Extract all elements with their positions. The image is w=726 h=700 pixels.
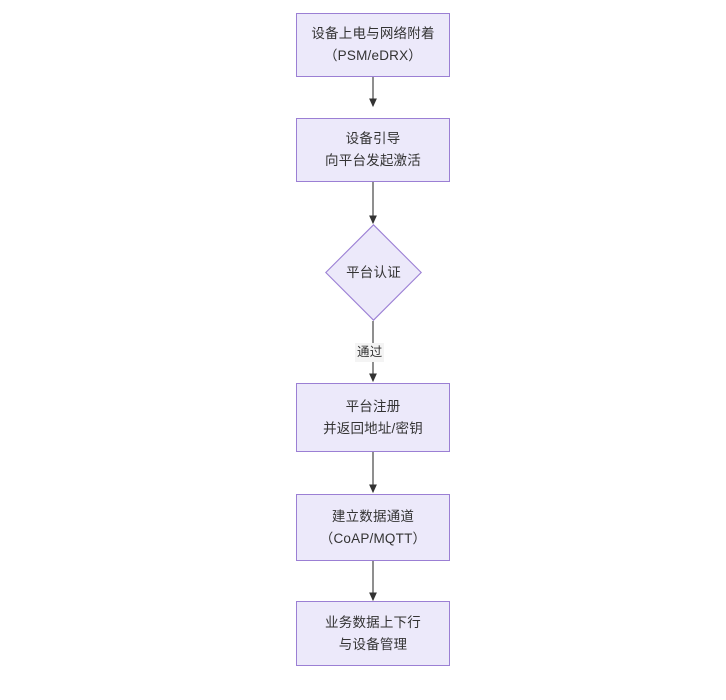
edge-label-pass: 通过 <box>355 343 385 362</box>
diamond-shape <box>325 224 422 321</box>
node-label-line1: 平台认证 <box>346 264 401 280</box>
node-device-power-on[interactable]: 设备上电与网络附着 （PSM/eDRX） <box>296 13 450 77</box>
edge-label-text: 通过 <box>357 345 383 359</box>
node-label-line1: 平台注册 <box>345 398 401 414</box>
node-label-line1: 设备上电与网络附着 <box>311 26 435 41</box>
node-label-line2: （PSM/eDRX） <box>323 48 423 63</box>
node-label-line2: 向平台发起激活 <box>325 153 421 168</box>
node-label-line1: 业务数据上下行 <box>325 614 421 630</box>
node-label-line2: 与设备管理 <box>338 636 408 652</box>
node-label-line2: 并返回地址/密钥 <box>323 420 423 436</box>
node-establish-data-channel[interactable]: 建立数据通道 （CoAP/MQTT） <box>296 494 450 561</box>
node-label-line1: 建立数据通道 <box>331 508 415 524</box>
node-platform-authentication[interactable]: 平台认证 <box>325 224 422 321</box>
node-label-line1: 设备引导 <box>345 131 401 146</box>
node-device-bootstrap[interactable]: 设备引导 向平台发起激活 <box>296 118 450 182</box>
node-label-line2: （CoAP/MQTT） <box>319 530 427 546</box>
node-platform-registration[interactable]: 平台注册 并返回地址/密钥 <box>296 383 450 452</box>
node-business-data-and-management[interactable]: 业务数据上下行 与设备管理 <box>296 601 450 666</box>
